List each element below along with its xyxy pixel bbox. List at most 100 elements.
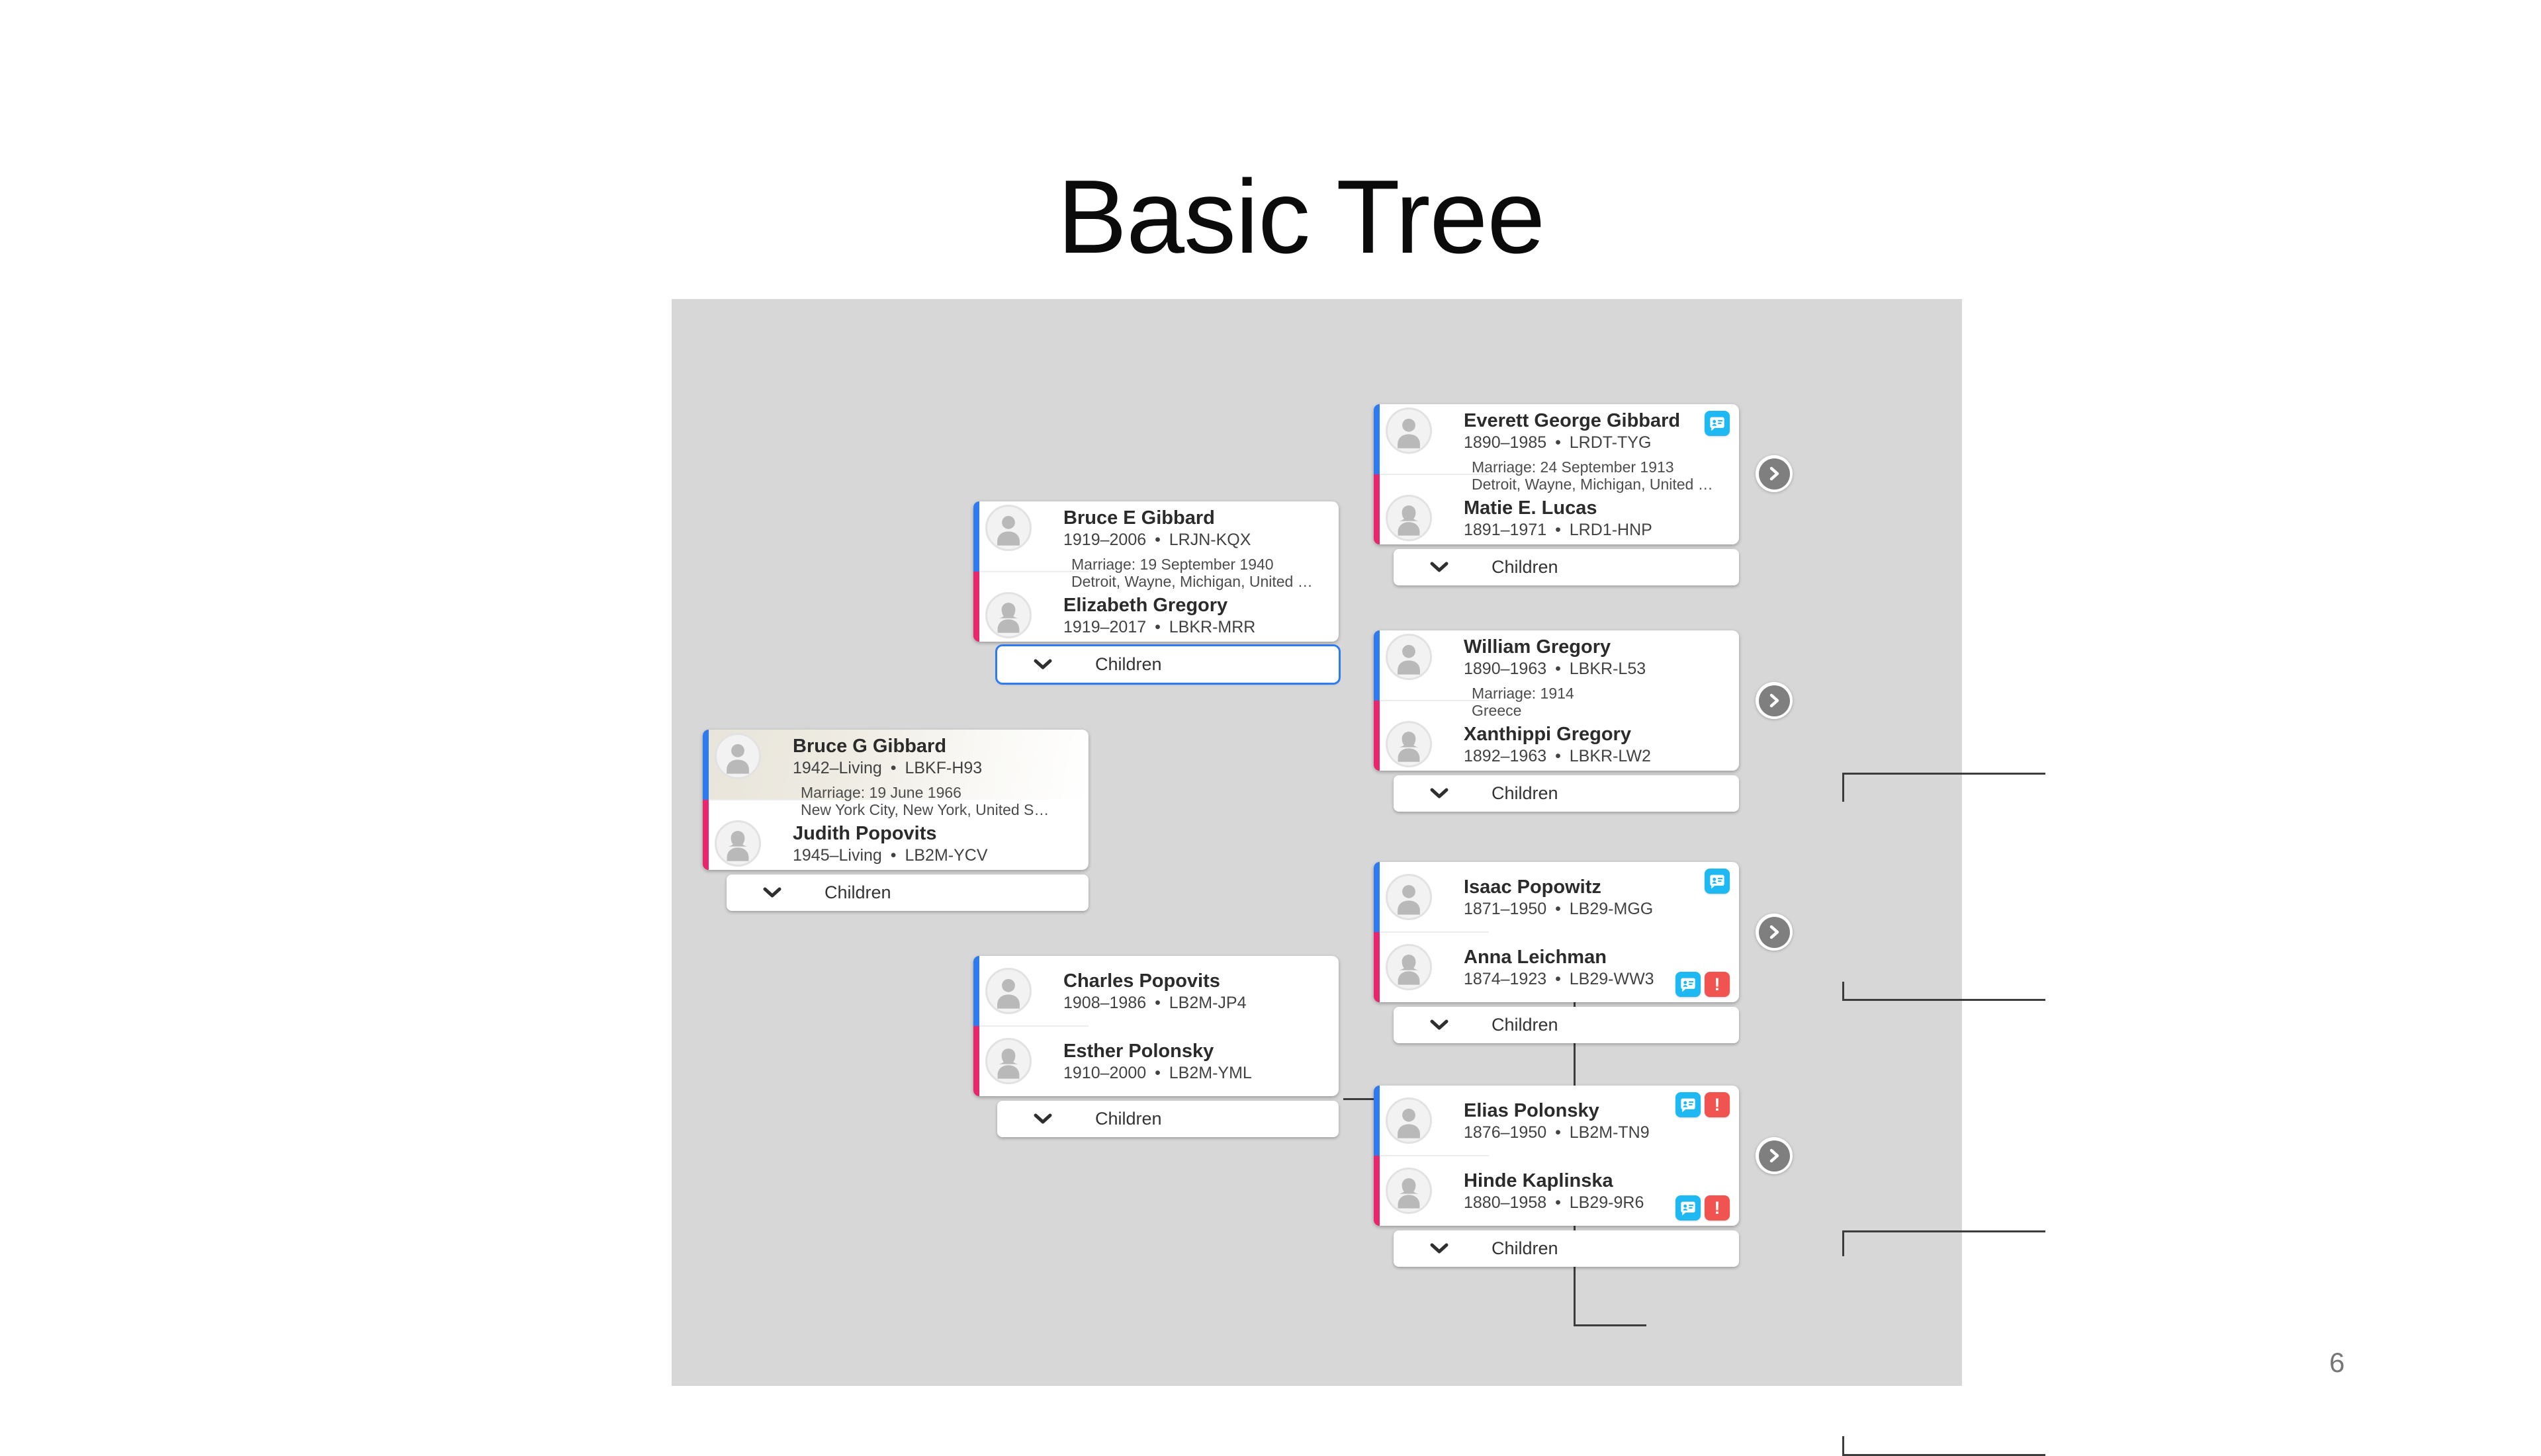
person-name: Anna Leichman [1464,946,1607,968]
children-toggle[interactable]: Children [1394,1007,1739,1043]
person-lifespan-id: 1891–1971 • LRD1-HNP [1464,520,1652,539]
person-husband[interactable]: Everett George Gibbard 1890–1985 • LRDT-… [1374,404,1739,457]
person-name: Judith Popovits [793,822,937,844]
exclamation-icon: ! [1714,1094,1720,1115]
connector-mother-drop [1842,982,1844,1001]
chevron-right-icon [1758,1140,1790,1172]
couple-card-elias-polonsky[interactable]: Elias Polonsky 1876–1950 • LB2M-TN9 ! Hi… [1374,1086,1739,1226]
person-name: Xanthippi Gregory [1464,723,1631,745]
couple-card-isaac-popowitz[interactable]: Isaac Popowitz 1871–1950 • LB29-MGG Anna… [1374,862,1739,1002]
children-toggle[interactable]: Children [997,1101,1339,1137]
male-avatar-icon [985,968,1032,1014]
person-husband[interactable]: Isaac Popowitz 1871–1950 • LB29-MGG [1374,862,1739,932]
record-hint-badge[interactable] [1705,869,1730,894]
marriage-info: Marriage: 1914 Greece [1472,685,1574,719]
connector-father-drop [1842,773,1844,802]
male-avatar-icon [715,733,761,779]
person-name: Isaac Popowitz [1464,876,1601,898]
person-wife[interactable]: Anna Leichman 1874–1923 • LB29-WW3 ! [1374,932,1739,1002]
expand-ancestors-button[interactable] [1756,914,1793,951]
expand-ancestors-button[interactable] [1756,682,1793,719]
person-wife[interactable]: Judith Popovits 1945–Living • LB2M-YCV [703,817,1089,870]
children-label: Children [1492,783,1558,803]
male-color-bar [703,730,709,800]
couple-divider [1375,931,1489,933]
person-lifespan-id: 1890–1985 • LRDT-TYG [1464,433,1652,452]
person-husband[interactable]: William Gregory 1890–1963 • LBKR-L53 [1374,630,1739,683]
person-lifespan-id: 1871–1950 • LB29-MGG [1464,899,1654,918]
person-wife[interactable]: Esther Polonsky 1910–2000 • LB2M-YML [973,1026,1339,1096]
record-hint-icon [1710,875,1724,889]
children-label: Children [1492,1238,1558,1258]
record-hint-badge[interactable] [1675,1195,1701,1220]
male-avatar-icon [1386,1097,1432,1144]
children-label: Children [1095,1109,1162,1129]
male-avatar-icon [1386,874,1432,920]
couple-card-william-gregory[interactable]: William Gregory 1890–1963 • LBKR-L53 Mar… [1374,630,1739,771]
record-hint-badge[interactable] [1705,411,1730,436]
person-husband[interactable]: Bruce E Gibbard 1919–2006 • LRJN-KQX [973,501,1339,554]
person-lifespan-id: 1945–Living • LB2M-YCV [793,845,988,865]
children-toggle-selected[interactable]: Children [997,646,1339,683]
chevron-down-icon [1430,1019,1449,1029]
chevron-down-icon [1034,659,1052,669]
expand-ancestors-button[interactable] [1756,455,1793,492]
person-name: Bruce G Gibbard [793,735,947,757]
female-avatar-icon [1386,495,1432,541]
children-toggle[interactable]: Children [727,875,1089,911]
female-avatar-icon [985,592,1032,638]
marriage-info: Marriage: 19 September 1940 Detroit, Way… [1071,556,1313,590]
male-avatar-icon [1386,634,1432,680]
couple-divider [975,571,1089,572]
chevron-right-icon [1758,916,1790,948]
person-name: Elizabeth Gregory [1063,594,1228,616]
alert-badge[interactable]: ! [1705,972,1730,997]
female-color-bar [973,572,979,642]
person-name: Hinde Kaplinska [1464,1170,1613,1191]
children-toggle[interactable]: Children [1394,1230,1739,1267]
person-wife[interactable]: Matie E. Lucas 1891–1971 • LRD1-HNP [1374,492,1739,544]
couple-card-charles-popovits[interactable]: Charles Popovits 1908–1986 • LB2M-JP4 Es… [973,956,1339,1096]
couple-divider [704,799,818,800]
person-lifespan-id: 1910–2000 • LB2M-YML [1063,1063,1252,1082]
person-name: Everett George Gibbard [1464,409,1681,431]
record-hint-badge[interactable] [1675,972,1701,997]
male-color-bar [973,956,979,1026]
connector-father-drop [1842,1230,1844,1256]
male-color-bar [1374,862,1380,932]
person-lifespan-id: 1890–1963 • LBKR-L53 [1464,659,1646,678]
connector-mother-elbow [1574,1324,1646,1326]
person-husband[interactable]: Charles Popovits 1908–1986 • LB2M-JP4 [973,956,1339,1026]
person-wife[interactable]: Elizabeth Gregory 1919–2017 • LBKR-MRR [973,589,1339,642]
person-husband[interactable]: Bruce G Gibbard 1942–Living • LBKF-H93 [703,730,1089,783]
person-lifespan-id: 1908–1986 • LB2M-JP4 [1063,993,1247,1012]
female-avatar-icon [1386,944,1432,990]
record-hint-icon [1681,1201,1695,1216]
children-toggle[interactable]: Children [1394,775,1739,812]
couple-divider [975,1025,1089,1027]
couple-card-everett-gibbard[interactable]: Everett George Gibbard 1890–1985 • LRDT-… [1374,404,1739,544]
female-color-bar [1374,474,1380,544]
children-toggle[interactable]: Children [1394,549,1739,585]
expand-ancestors-button[interactable] [1756,1137,1793,1174]
marriage-info: Marriage: 24 September 1913 Detroit, Way… [1472,458,1713,493]
couple-card-bruce-g-gibbard[interactable]: Bruce G Gibbard 1942–Living • LBKF-H93 M… [703,730,1089,870]
slide-page-number: 6 [2329,1347,2345,1378]
person-lifespan-id: 1919–2017 • LBKR-MRR [1063,617,1256,636]
person-wife[interactable]: Hinde Kaplinska 1880–1958 • LB29-9R6 ! [1374,1156,1739,1226]
chevron-down-icon [763,887,781,897]
alert-badge[interactable]: ! [1705,1195,1730,1220]
couple-card-bruce-e-gibbard[interactable]: Bruce E Gibbard 1919–2006 • LRJN-KQX Mar… [973,501,1339,642]
connector-mother-elbow [1842,999,2045,1001]
connector-child-line [1343,1098,1374,1100]
record-hint-badge[interactable] [1675,1092,1701,1117]
person-name: William Gregory [1464,636,1611,658]
male-avatar-icon [985,505,1032,551]
chevron-down-icon [1430,562,1449,572]
exclamation-icon: ! [1714,974,1720,994]
alert-badge[interactable]: ! [1705,1092,1730,1117]
person-wife[interactable]: Xanthippi Gregory 1892–1963 • LBKR-LW2 [1374,718,1739,771]
person-husband[interactable]: Elias Polonsky 1876–1950 • LB2M-TN9 ! [1374,1086,1739,1156]
record-hint-icon [1681,1098,1695,1113]
children-label: Children [1492,557,1558,577]
